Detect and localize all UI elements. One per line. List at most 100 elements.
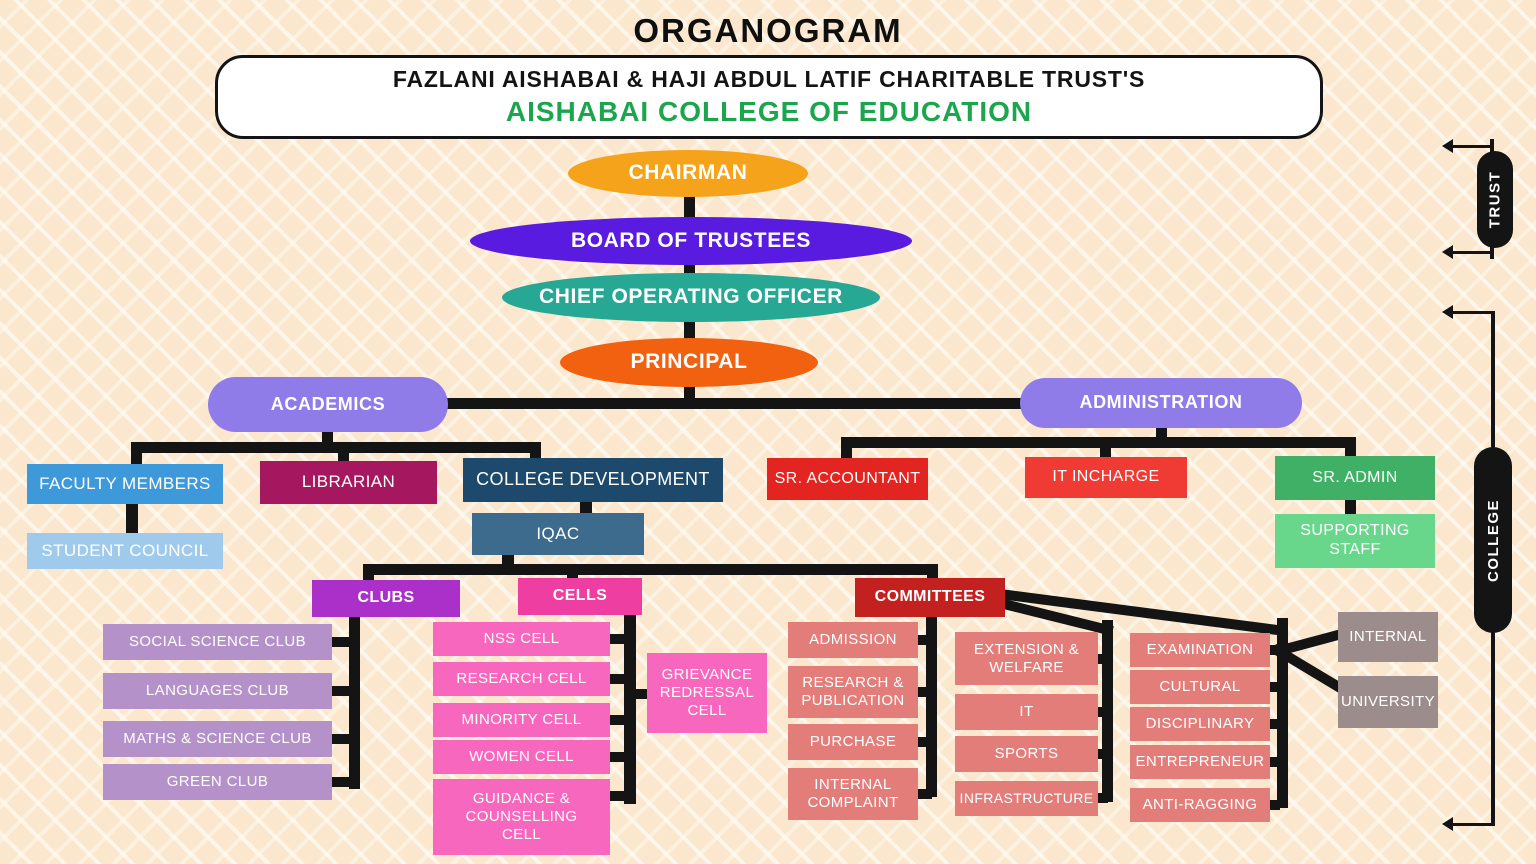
college-side-label-text: COLLEGE (1484, 498, 1502, 582)
trust-bracket-top-tick (1490, 139, 1494, 153)
connector-academics-row (131, 442, 541, 453)
connector-drop-sradmin (1345, 437, 1356, 458)
trust-side-label-text: TRUST (1486, 170, 1504, 229)
node-committee-entrepreneur: ENTREPRENEUR (1130, 745, 1270, 779)
connector-drop-librarian (338, 442, 349, 465)
connector-drop-clubs (363, 564, 374, 582)
connector-drop-cells (567, 564, 578, 580)
trust-bracket-top-arrow-icon (1442, 139, 1494, 153)
node-examination-internal: INTERNAL (1338, 612, 1438, 662)
node-principal: PRINCIPAL (560, 338, 818, 387)
node-clubs-header: CLUBS (312, 580, 460, 617)
connector-club-stub-2 (326, 686, 356, 696)
node-cell-minority: MINORITY CELL (433, 703, 610, 737)
node-club-green: GREEN CLUB (103, 764, 332, 800)
connector-coo-principal (684, 318, 695, 342)
node-supporting-staff: SUPPORTING STAFF (1275, 514, 1435, 568)
connector-branch-split (440, 398, 1028, 409)
connector-committee2-stub-2 (1088, 707, 1108, 717)
connector-board-coo (684, 260, 695, 279)
node-administration: ADMINISTRATION (1020, 378, 1302, 428)
connector-clubs-rail (349, 613, 360, 789)
connector-committee3-stub-4 (1262, 757, 1280, 767)
node-committees-header: COMMITTEES (855, 578, 1005, 617)
node-chairman: CHAIRMAN (568, 150, 808, 197)
connector-academics-stub (322, 430, 333, 447)
connector-sradmin-support (1345, 498, 1356, 516)
node-committee-admission: ADMISSION (788, 622, 918, 658)
connector-committee1-stub-2 (908, 687, 932, 697)
connector-cell-stub-5 (604, 791, 628, 801)
college-bracket-top-arrow-icon (1442, 305, 1494, 319)
connector-collegedev-iqac (580, 500, 592, 515)
connector-cell-stub-3 (604, 715, 628, 725)
node-sr-accountant: SR. ACCOUNTANT (767, 458, 928, 500)
connector-administration-stub (1156, 426, 1167, 440)
connector-committee1-stub-1 (908, 635, 932, 645)
connector-cell-stub-1 (604, 634, 628, 644)
node-committee-purchase: PURCHASE (788, 724, 918, 760)
node-examination-university: UNIVERSITY (1338, 676, 1438, 728)
connector-faculty-student-council (126, 502, 138, 535)
node-student-council: STUDENT COUNCIL (27, 533, 223, 569)
connector-committee1-stub-3 (908, 737, 932, 747)
node-sr-admin: SR. ADMIN (1275, 456, 1435, 500)
connector-committee3-stub-2 (1262, 682, 1280, 692)
node-committee-cultural: CULTURAL (1130, 670, 1270, 704)
connector-grievance-stub (633, 689, 651, 699)
trust-side-label: TRUST (1477, 151, 1513, 248)
connector-committee3-stub-3 (1262, 719, 1280, 729)
node-committee-sports: SPORTS (955, 736, 1098, 772)
connector-committee1-stub-4 (908, 789, 932, 799)
node-committee-internal-complaint: INTERNAL COMPLAINT (788, 768, 918, 820)
node-club-languages: LANGUAGES CLUB (103, 673, 332, 709)
connector-club-stub-1 (326, 637, 356, 647)
connector-drop-itincharge (1100, 437, 1111, 459)
header-card: FAZLANI AISHABAI & HAJI ABDUL LATIF CHAR… (215, 55, 1323, 139)
node-cell-research: RESEARCH CELL (433, 662, 610, 696)
node-librarian: LIBRARIAN (260, 461, 437, 504)
node-committee-anti-ragging: ANTI-RAGGING (1130, 788, 1270, 822)
connector-examination-university (1279, 648, 1347, 695)
connector-chairman-board (684, 193, 695, 223)
node-committee-extension-welfare: EXTENSION & WELFARE (955, 632, 1098, 685)
college-name: AISHABAI COLLEGE OF EDUCATION (505, 96, 1033, 127)
connector-committees-rail3 (1277, 618, 1288, 808)
connector-administration-row (841, 437, 1356, 448)
node-cell-grievance-redressal: GRIEVANCE REDRESSAL CELL (647, 653, 767, 733)
college-side-label: COLLEGE (1474, 447, 1512, 633)
node-cell-women: WOMEN CELL (433, 740, 610, 774)
connector-iqac-row (363, 564, 938, 575)
college-bracket-bottom-arrow-icon (1442, 817, 1494, 831)
node-college-development: COLLEGE DEVELOPMENT (463, 458, 723, 502)
connector-drop-accountant (841, 437, 852, 460)
node-cell-guidance-counselling: GUIDANCE & COUNSELLING CELL (433, 779, 610, 855)
node-academics: ACADEMICS (208, 377, 448, 432)
trust-bracket-bottom-tick (1490, 245, 1494, 259)
node-cell-nss: NSS CELL (433, 622, 610, 656)
node-club-social-science: SOCIAL SCIENCE CLUB (103, 624, 332, 660)
connector-cell-stub-4 (604, 752, 628, 762)
node-committee-research-publication: RESEARCH & PUBLICATION (788, 666, 918, 718)
node-committee-examination: EXAMINATION (1130, 633, 1270, 667)
connector-cell-stub-2 (604, 674, 628, 684)
connector-drop-faculty (131, 442, 142, 468)
node-board-of-trustees: BOARD OF TRUSTEES (470, 217, 912, 265)
connector-committee2-stub-1 (1088, 654, 1108, 664)
connector-drop-college-dev (530, 442, 541, 462)
node-iqac: IQAC (472, 513, 644, 555)
node-committee-disciplinary: DISCIPLINARY (1130, 707, 1270, 741)
connector-principal-split (684, 383, 695, 404)
connector-club-stub-4 (326, 777, 356, 787)
page-title: ORGANOGRAM (633, 12, 903, 49)
node-cells-header: CELLS (518, 578, 642, 615)
examination-arrowhead-icon (1266, 639, 1286, 661)
trust-bracket-bottom-arrow-icon (1442, 245, 1494, 259)
connector-committee3-stub-5 (1262, 800, 1280, 810)
connector-drop-committees (927, 564, 938, 580)
node-faculty-members: FACULTY MEMBERS (27, 464, 223, 504)
trust-name: FAZLANI AISHABAI & HAJI ABDUL LATIF CHAR… (392, 66, 1146, 92)
node-club-maths-science: MATHS & SCIENCE CLUB (103, 721, 332, 757)
node-chief-operating-officer: CHIEF OPERATING OFFICER (502, 273, 880, 322)
